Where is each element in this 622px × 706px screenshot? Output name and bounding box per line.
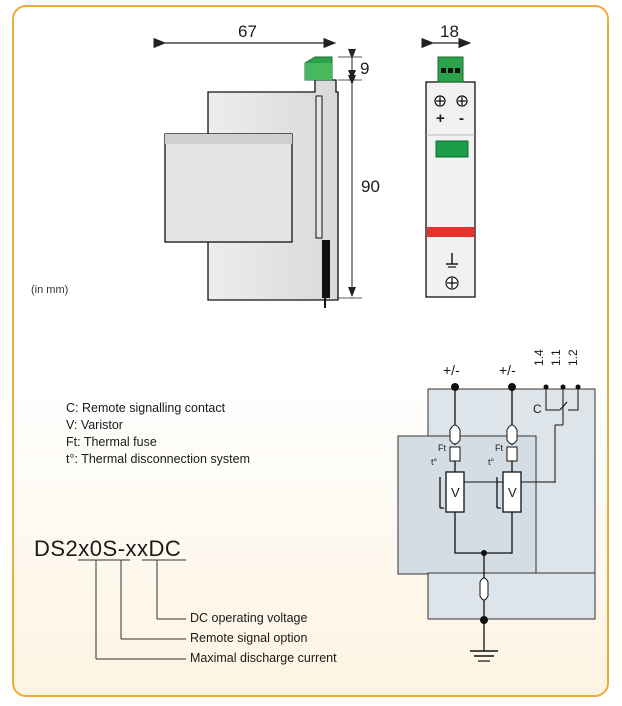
legend-item: V: Varistor [66, 418, 123, 432]
callout-dc-voltage: DC operating voltage [190, 611, 308, 625]
front-block [164, 133, 293, 243]
status-window-green [435, 140, 469, 158]
varistor-right [496, 471, 522, 513]
dimension-height-body: 90 [361, 177, 380, 196]
front-view [421, 37, 476, 298]
thermal-label-right: t° [488, 457, 495, 467]
terminal-label-left: +/- [443, 362, 460, 378]
front-plus-sign: + [436, 110, 445, 127]
dimension-width-front: 18 [440, 22, 459, 41]
front-body [425, 81, 476, 298]
contact-letter: C [533, 402, 542, 416]
callout-discharge-current: Maximal discharge current [190, 651, 337, 665]
varistor-label-left: V [451, 485, 460, 500]
status-band-red [427, 227, 474, 237]
legend-item: C: Remote signalling contact [66, 401, 226, 415]
contact-label-1-4: 1.4 [532, 349, 546, 366]
units-note: (in mm) [31, 284, 69, 296]
varistor-left [439, 471, 465, 513]
varistor-label-right: V [508, 485, 517, 500]
circuit-schematic [397, 383, 596, 662]
rail-step [315, 95, 323, 239]
dimension-height-terminal: 9 [360, 59, 370, 78]
fuse-label-left: Ft [438, 443, 446, 453]
callout-remote-signal: Remote signal option [190, 631, 308, 645]
dimension-width-side: 67 [238, 22, 257, 41]
din-clip [322, 240, 330, 298]
model-code: DS2x0S-xxDC [34, 536, 182, 561]
terminal-label-right: +/- [499, 362, 516, 378]
model-code-callouts [78, 559, 186, 660]
legend-item: t°: Thermal disconnection system [66, 452, 251, 466]
side-view [153, 37, 362, 308]
fuse-label-right: Ft [495, 443, 503, 453]
legend-item: Ft: Thermal fuse [66, 435, 157, 449]
contact-label-1-1: 1.1 [549, 349, 563, 366]
thermal-label-left: t° [431, 457, 438, 467]
contact-label-1-2: 1.2 [566, 349, 580, 366]
legend: C: Remote signalling contact V: Varistor… [66, 400, 250, 468]
front-minus-sign: - [459, 110, 464, 127]
